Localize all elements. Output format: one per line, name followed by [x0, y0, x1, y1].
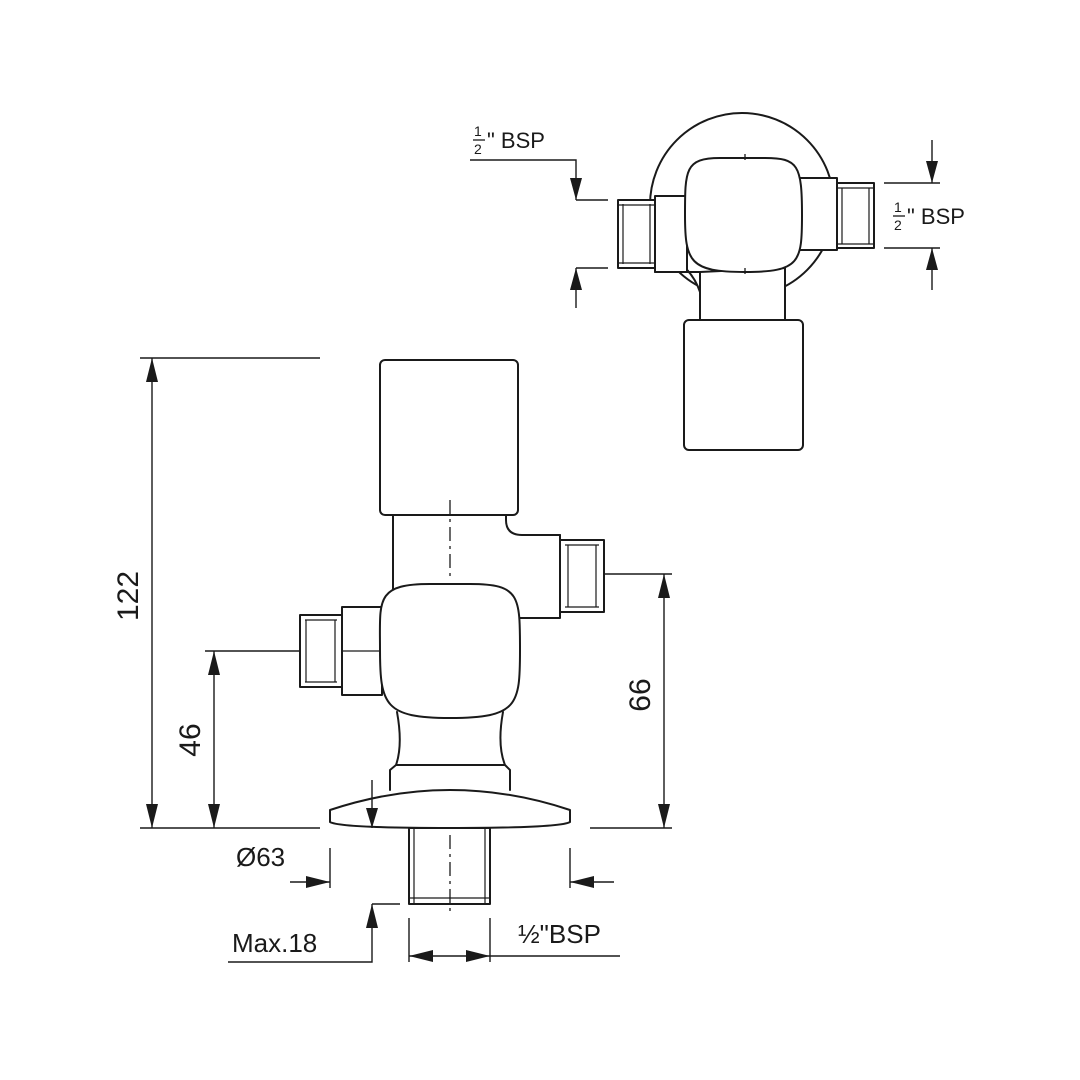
top-right-thread-lines	[837, 187, 874, 245]
dim-66-arrow-bottom	[658, 804, 670, 828]
label-top-left-frac-den: 2	[474, 141, 482, 157]
right-outlet-body	[514, 534, 561, 619]
dim-bsp-arrow-right	[466, 950, 490, 962]
dim-flange-arrow	[366, 808, 378, 828]
top-left-thread-lines	[618, 204, 655, 264]
label-66: 66	[624, 678, 657, 711]
label-top-right-bsp: " BSP	[907, 204, 965, 229]
label-top-left-frac-num: 1	[474, 123, 482, 139]
dim-66-arrow-top	[658, 574, 670, 598]
dim-top-left-arrow-bottom	[570, 268, 582, 290]
dim-122-arrow-top	[146, 358, 158, 382]
top-view	[617, 112, 875, 451]
dimension-lines	[140, 140, 940, 963]
label-top-left-bsp: " BSP	[487, 128, 545, 153]
dim-63-arrow-left	[306, 876, 330, 888]
left-thread-lines	[305, 619, 337, 683]
valve-stem	[392, 514, 561, 601]
top-left-thread	[617, 199, 656, 269]
right-outlet-thread	[559, 539, 605, 613]
label-top-right-frac-den: 2	[894, 217, 902, 233]
dim-63-arrow-right	[570, 876, 594, 888]
dim-46-arrow-top	[208, 651, 220, 675]
dim-bsp-arrow-left	[409, 950, 433, 962]
dim-top-left-leader	[470, 159, 577, 200]
top-right-thread	[836, 182, 875, 249]
top-valve-body	[684, 157, 803, 273]
valve-body	[378, 583, 521, 719]
label-diameter-63: Ø63	[236, 842, 285, 872]
wall-flange	[329, 789, 571, 829]
lower-neck	[389, 711, 511, 791]
dim-top-right-arrow-top	[926, 161, 938, 183]
top-stem	[699, 267, 786, 321]
dim-122-arrow-bottom	[146, 804, 158, 828]
dim-top-left-arrow-top	[570, 178, 582, 200]
dim-46-arrow-bottom	[208, 804, 220, 828]
front-view	[299, 359, 605, 915]
dim-max18-arrow	[366, 904, 378, 928]
dim-top-right-arrow-bottom	[926, 248, 938, 270]
top-left-nut	[654, 195, 688, 273]
labels: 122 46 66 Ø63 Max.18 ½"BSP 1 2 " BSP 1 2…	[112, 123, 965, 958]
label-122: 122	[112, 571, 145, 621]
top-handle	[683, 319, 804, 451]
label-top-right-frac-num: 1	[894, 199, 902, 215]
label-46: 46	[174, 723, 207, 756]
label-bottom-bsp: ½"BSP	[518, 919, 601, 949]
right-thread-lines	[565, 544, 599, 608]
handle-cap	[379, 359, 519, 516]
label-max-18: Max.18	[232, 928, 317, 958]
